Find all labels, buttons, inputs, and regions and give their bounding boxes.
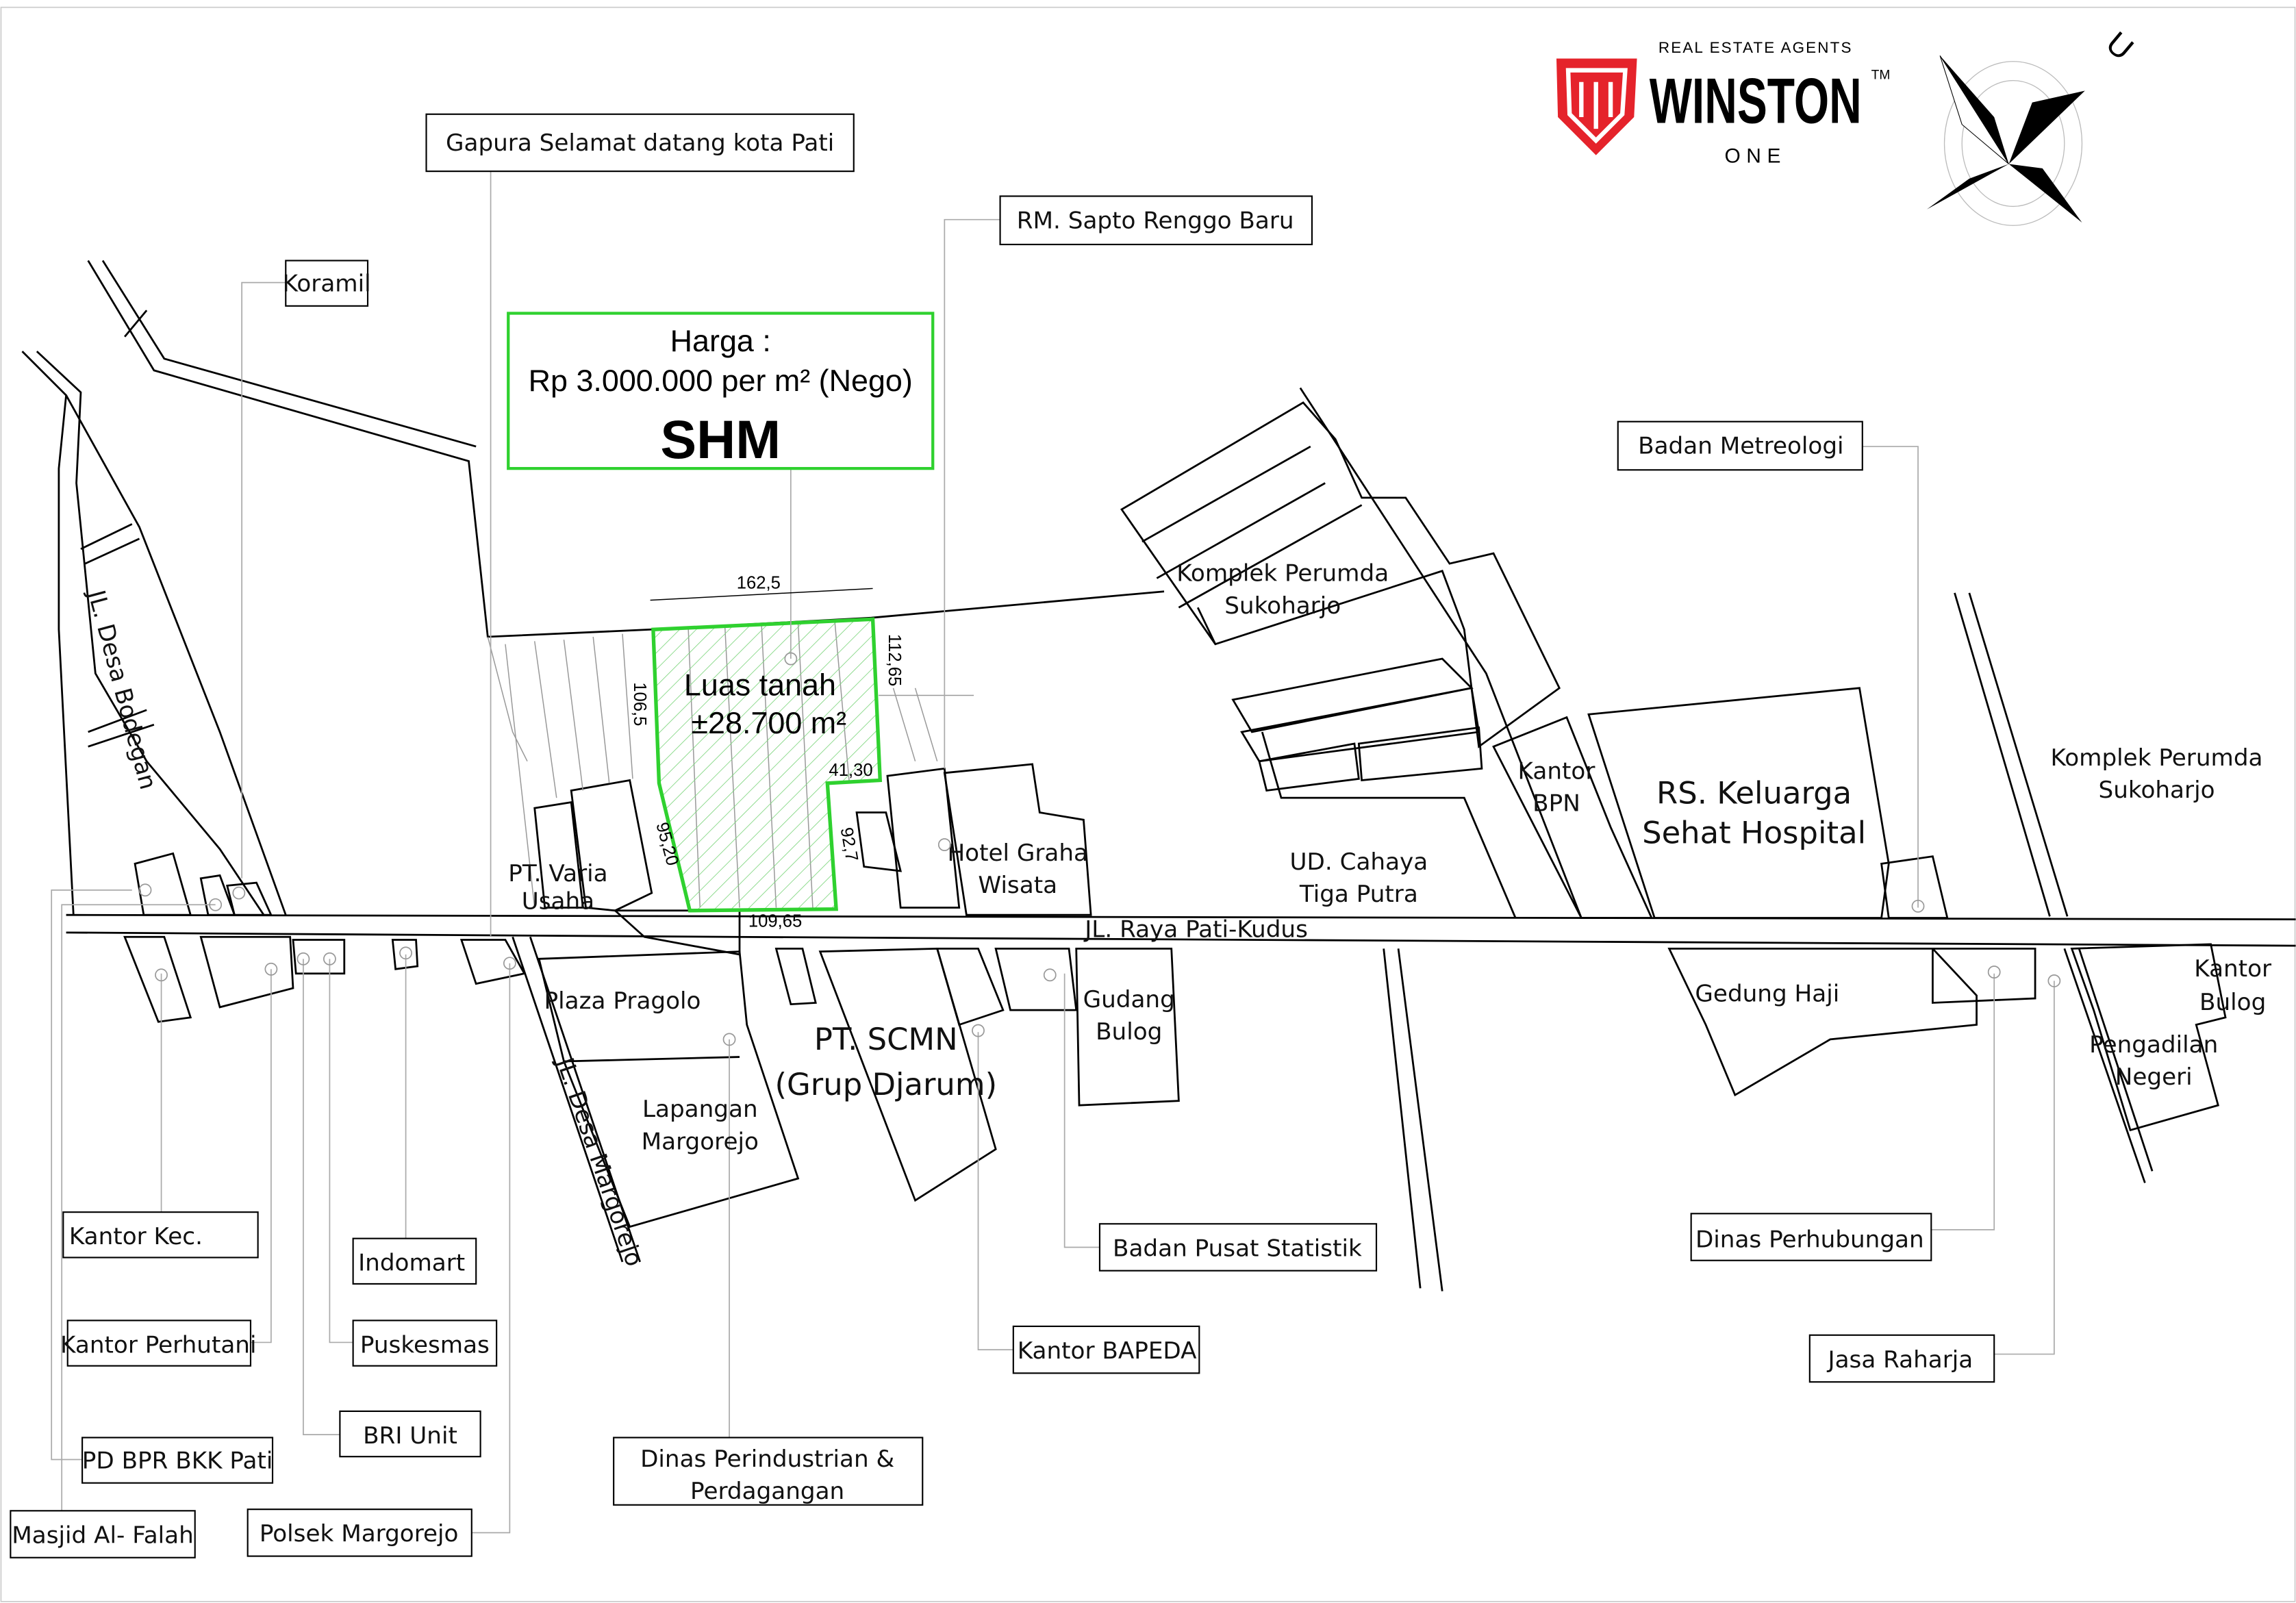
label-polsek: Polsek Margorejo — [260, 1520, 459, 1548]
label-bri: BRI Unit — [363, 1422, 457, 1450]
area-value: ±28.700 m² — [691, 705, 846, 740]
area-label: Luas tanah — [684, 668, 836, 703]
place-scmn-line1: PT. SCMN — [814, 1021, 958, 1057]
place-hotel-line2: Wisata — [978, 872, 1057, 899]
place-komplek-1-line1: Komplek Perumda — [1176, 560, 1389, 588]
logo-name: WINSTON — [1650, 65, 1862, 137]
leader-lines — [51, 171, 2055, 1534]
dim-top: 162,5 — [737, 573, 781, 592]
label-kantor-kec: Kantor Kec. — [69, 1223, 203, 1250]
label-koramil: Koramil — [283, 270, 371, 297]
dim-left-upper: 106,5 — [630, 682, 649, 726]
place-hotel-line1: Hotel Graha — [947, 840, 1088, 867]
label-bapeda: Kantor BAPEDA — [1018, 1337, 1197, 1365]
place-lapangan-line2: Margorejo — [642, 1128, 759, 1155]
logo-sub: ONE — [1724, 144, 1787, 167]
place-varia-line2: Usaha — [522, 888, 594, 916]
building-blocks — [123, 401, 2227, 1228]
place-gudang-line1: Gudang — [1083, 986, 1175, 1013]
location-markers — [138, 652, 2061, 1046]
certificate-type: SHM — [660, 409, 781, 470]
road-label-margorejo: JL. Desa Margorejo — [551, 1053, 648, 1270]
price-box: Harga : Rp 3.000.000 per m² (Nego) SHM — [507, 312, 935, 470]
price-title: Harga : — [670, 323, 771, 358]
place-scmn-line2: (Grup Djarum) — [775, 1066, 998, 1102]
label-indomart: Indomart — [358, 1250, 465, 1277]
map-frame — [0, 6, 2296, 1602]
place-kbulog-line2: Bulog — [2199, 989, 2266, 1016]
roads — [21, 260, 2296, 1291]
subject-plot: 162,5 112,65 106,5 41,30 92,7 95,20 109,… — [630, 468, 904, 931]
label-rm-sapto: RM. Sapto Renggo Baru — [1017, 207, 1294, 235]
logo-tagline: REAL ESTATE AGENTS — [1658, 39, 1853, 56]
place-varia-line1: PT. Varia — [508, 860, 607, 887]
label-jasa-raharja: Jasa Raharja — [1827, 1346, 1973, 1374]
price-value: Rp 3.000.000 per m² (Nego) — [529, 363, 913, 398]
place-ud-line1: UD. Cahaya — [1290, 848, 1428, 876]
place-gedung-haji: Gedung Haji — [1695, 980, 1839, 1007]
place-plaza: Plaza Pragolo — [544, 987, 701, 1015]
label-pd-bpr: PD BPR BKK Pati — [82, 1447, 273, 1474]
label-kantor-perhutani: Kantor Perhutani — [60, 1331, 256, 1359]
place-komplek-1-line2: Sukoharjo — [1224, 592, 1341, 620]
place-pn-line1: Pengadilan — [2089, 1031, 2218, 1059]
north-letter: U — [2099, 24, 2141, 66]
north-arrow-icon: U — [1926, 24, 2141, 226]
place-komplek-2-line1: Komplek Perumda — [2051, 744, 2263, 772]
label-puskesmas: Puskesmas — [360, 1331, 490, 1359]
place-lapangan-line1: Lapangan — [642, 1096, 758, 1123]
dim-step: 41,30 — [829, 761, 872, 780]
place-rs-line2: Sehat Hospital — [1642, 814, 1866, 850]
dim-bottom: 109,65 — [748, 911, 802, 931]
label-bps: Badan Pusat Statistik — [1113, 1235, 1362, 1262]
place-bpn-line2: BPN — [1532, 790, 1580, 817]
label-dinas-perhubungan: Dinas Perhubungan — [1695, 1226, 1924, 1253]
dim-right-lower: 92,7 — [837, 826, 861, 863]
place-rs-line1: RS. Keluarga — [1656, 775, 1852, 811]
boxed-labels: Gapura Selamat datang kota Pati RM. Sapt… — [10, 113, 1995, 1558]
winston-logo: REAL ESTATE AGENTS WINSTON TM ONE — [1556, 39, 1890, 167]
place-kbulog-line1: Kantor — [2194, 955, 2272, 983]
place-pn-line2: Negeri — [2115, 1063, 2193, 1091]
place-komplek-2-line2: Sukoharjo — [2099, 777, 2215, 804]
road-label-bodegan: JL. Desa Bodegan — [81, 586, 162, 792]
logo-tm: TM — [1871, 68, 1891, 82]
dim-right-upper: 112,65 — [885, 634, 904, 687]
label-badan-metreologi: Badan Metreologi — [1638, 433, 1843, 460]
place-bpn-line1: Kantor — [1518, 757, 1596, 785]
place-gudang-line2: Bulog — [1096, 1018, 1162, 1046]
main-road-label: JL. Raya Pati-Kudus — [1083, 916, 1308, 943]
plot-polygon[interactable] — [651, 617, 883, 913]
label-dinas-perdagangan: Perdagangan — [690, 1478, 844, 1505]
label-dinas-perindustrian: Dinas Perindustrian & — [640, 1446, 894, 1473]
place-ud-line2: Tiga Putra — [1299, 881, 1418, 908]
label-masjid: Masjid Al- Falah — [12, 1522, 194, 1549]
label-gapura: Gapura Selamat datang kota Pati — [446, 129, 834, 157]
